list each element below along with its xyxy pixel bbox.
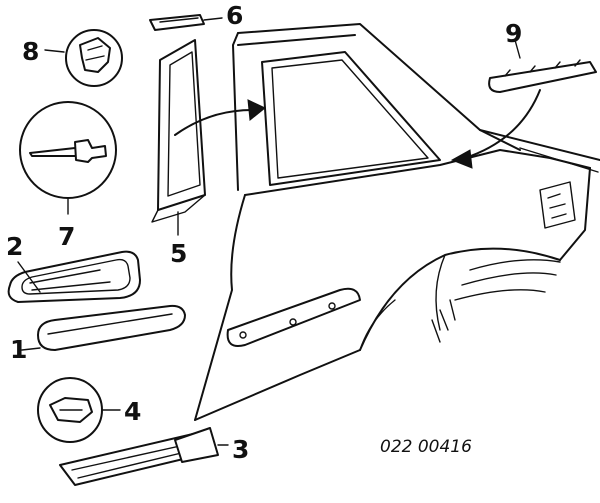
clip-part-4-detail: [37, 377, 121, 443]
callout-2: 2: [6, 232, 23, 261]
pillar-garnish-part-5: [151, 39, 206, 236]
callout-7: 7: [58, 222, 75, 251]
rivet-part-7-detail: [19, 101, 117, 215]
callout-4: 4: [124, 397, 141, 426]
moulding-frame-part-2: [7, 250, 141, 303]
callout-6: 6: [226, 1, 243, 30]
lower-moulding-part-3: [59, 427, 229, 486]
clip-part-8-detail: [44, 29, 123, 87]
arrow-garnish-to-pillar: [174, 99, 266, 136]
callout-8: 8: [22, 37, 39, 66]
car-body-quarter-panel: [194, 23, 600, 421]
callout-1: 1: [10, 335, 27, 364]
clip-part-6: [149, 14, 223, 31]
rear-garnish-part-9: [488, 39, 597, 93]
callout-5: 5: [170, 239, 187, 268]
arrow-garnish-to-body: [450, 89, 541, 169]
callout-9: 9: [505, 19, 522, 48]
drawing-number: 022 00416: [380, 437, 472, 457]
side-moulding-part-1: [21, 304, 186, 351]
callout-3: 3: [232, 435, 249, 464]
